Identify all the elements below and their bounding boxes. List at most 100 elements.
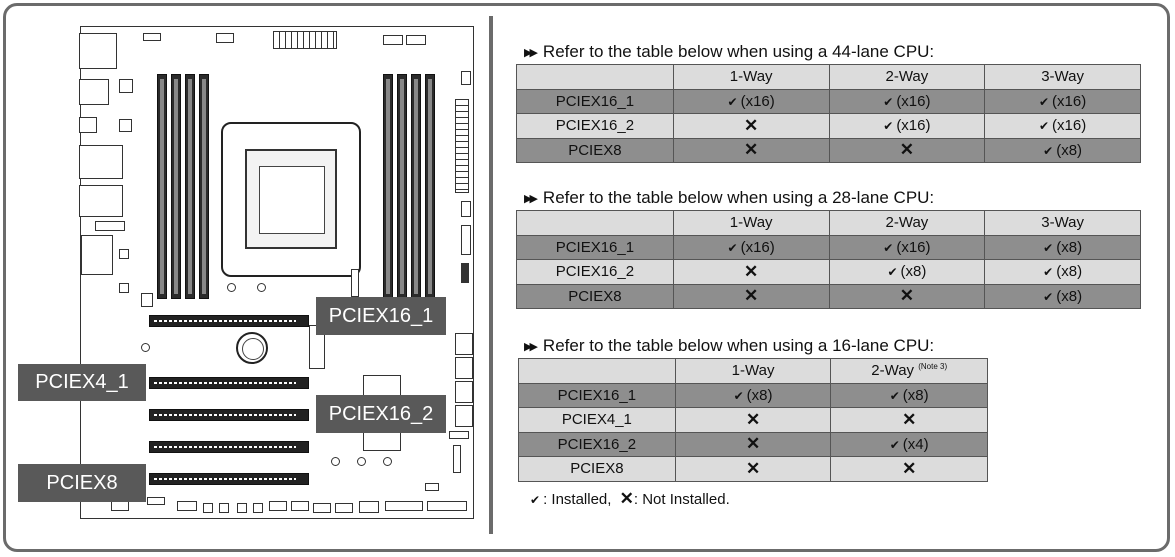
header-connector xyxy=(351,269,359,297)
table-16-lane: 1-Way 2-Way (Note 3) PCIEX16_1 ✔(x8) ✔(x… xyxy=(518,358,988,482)
sata-port xyxy=(455,357,473,379)
header-connector xyxy=(406,35,426,45)
mounting-hole xyxy=(383,457,392,466)
cross-icon: ✕ xyxy=(899,286,915,306)
header-cell xyxy=(518,358,676,384)
check-icon: ✔ xyxy=(1043,265,1054,280)
bottom-header xyxy=(177,501,197,511)
cmos-battery xyxy=(236,332,268,364)
bottom-header xyxy=(425,483,439,491)
socket-core xyxy=(259,166,325,234)
slot-cell: PCIEX16_1 xyxy=(518,382,676,408)
pcie-slot xyxy=(149,441,309,453)
socket-frame xyxy=(245,149,337,249)
sata-port xyxy=(455,333,473,355)
label-pciex4-1: PCIEX4_1 xyxy=(18,364,146,401)
dimm-slot xyxy=(171,74,181,299)
table-row: PCIEX4_1 ✕ ✕ xyxy=(518,407,988,433)
header-cell: 1-Way xyxy=(672,210,830,236)
check-icon: ✔ xyxy=(1043,240,1054,255)
cross-icon: ✕ xyxy=(744,261,759,281)
bottom-header xyxy=(253,503,263,513)
bottom-header xyxy=(111,501,129,511)
sata-port xyxy=(455,405,473,427)
slot-cell: PCIEX16_2 xyxy=(516,113,674,139)
slot-cell: PCIEX4_1 xyxy=(518,407,676,433)
bottom-header xyxy=(335,503,353,513)
cpu-socket xyxy=(221,122,361,277)
cross-icon: ✕ xyxy=(745,458,761,478)
slot-cell: PCIEX8 xyxy=(516,137,674,163)
check-icon: ✔ xyxy=(727,240,738,255)
cross-icon: ✕ xyxy=(745,434,761,454)
check-icon: ✔ xyxy=(727,94,738,109)
cross-icon: ✕ xyxy=(744,115,759,135)
header-connector xyxy=(461,201,471,217)
slot-cell: PCIEX16_2 xyxy=(518,431,676,457)
slot-cell: PCIEX16_1 xyxy=(516,88,674,114)
header-cell: 3-Way xyxy=(984,64,1141,90)
header-cell xyxy=(516,210,674,236)
check-icon: ✔ xyxy=(889,388,900,403)
check-icon: ✔ xyxy=(889,437,900,452)
check-icon: ✔ xyxy=(1038,94,1050,109)
table-row: PCIEX8 ✕ ✕ xyxy=(518,456,988,482)
header-cell xyxy=(516,64,674,90)
header-connector xyxy=(461,71,471,85)
sata-port xyxy=(455,381,473,403)
legend: ✔: Installed, ✕: Not Installed. xyxy=(530,489,730,508)
table-44-lane: 1-Way 2-Way 3-Way PCIEX16_1 ✔(x16) ✔(x16… xyxy=(516,64,1141,163)
double-arrow-icon: ▶▶ xyxy=(524,341,538,353)
check-icon: ✔ xyxy=(530,493,541,507)
dimm-slot xyxy=(199,74,209,299)
io-port xyxy=(119,119,132,132)
bottom-header xyxy=(359,501,379,513)
table-row: PCIEX16_1 ✔(x16) ✔(x16) ✔(x16) xyxy=(516,88,1141,114)
dimm-slot xyxy=(185,74,195,299)
double-arrow-icon: ▶▶ xyxy=(524,47,538,59)
io-port xyxy=(79,145,123,179)
cross-icon: ✕ xyxy=(902,409,917,429)
slot-cell: PCIEX8 xyxy=(516,283,674,309)
table-row: PCIEX16_2 ✕ ✔(x16) ✔(x16) xyxy=(516,113,1141,139)
cross-icon: ✕ xyxy=(619,489,634,508)
header-cell: 2-Way xyxy=(828,64,986,90)
bottom-header xyxy=(313,503,331,513)
mounting-hole xyxy=(141,343,150,352)
dimm-slot xyxy=(397,74,407,299)
label-pciex16-2: PCIEX16_2 xyxy=(316,395,446,433)
cross-icon: ✕ xyxy=(744,140,759,160)
header-cell: 3-Way xyxy=(984,210,1141,236)
bottom-header xyxy=(291,501,309,511)
label-pciex16-1: PCIEX16_1 xyxy=(316,297,446,335)
io-port xyxy=(79,117,97,133)
cross-icon: ✕ xyxy=(744,286,759,306)
io-port xyxy=(79,79,109,105)
outer-frame xyxy=(3,3,1170,552)
panel-divider xyxy=(489,16,493,534)
header-cell: 2-Way (Note 3) xyxy=(830,358,988,384)
mounting-hole xyxy=(257,283,266,292)
bottom-header xyxy=(219,503,229,513)
header-connector xyxy=(383,35,403,45)
check-icon: ✔ xyxy=(887,265,898,280)
bottom-header xyxy=(203,503,213,513)
pcie-slot-pciex16-2 xyxy=(149,409,309,421)
section-title-44-lane: ▶▶Refer to the table below when using a … xyxy=(524,42,935,61)
check-icon: ✔ xyxy=(1038,119,1050,134)
table-row: PCIEX16_1 ✔(x16) ✔(x16) ✔(x8) xyxy=(516,234,1141,260)
table-row: PCIEX16_1 ✔(x8) ✔(x8) xyxy=(518,382,988,408)
table-row: PCIEX8 ✕ ✕ ✔(x8) xyxy=(516,137,1141,163)
table-row: PCIEX16_2 ✕ ✔(x8) ✔(x8) xyxy=(516,259,1141,285)
table-28-lane: 1-Way 2-Way 3-Way PCIEX16_1 ✔(x16) ✔(x16… xyxy=(516,210,1141,309)
io-port xyxy=(79,33,117,69)
check-icon: ✔ xyxy=(883,119,894,134)
cross-icon: ✕ xyxy=(745,409,761,429)
cross-icon: ✕ xyxy=(902,458,917,478)
io-port xyxy=(119,249,129,259)
check-icon: ✔ xyxy=(733,388,744,403)
m2-slot xyxy=(453,445,461,473)
header-cell: 2-Way xyxy=(828,210,986,236)
power-connector-8pin xyxy=(273,31,337,49)
check-icon: ✔ xyxy=(883,94,894,109)
